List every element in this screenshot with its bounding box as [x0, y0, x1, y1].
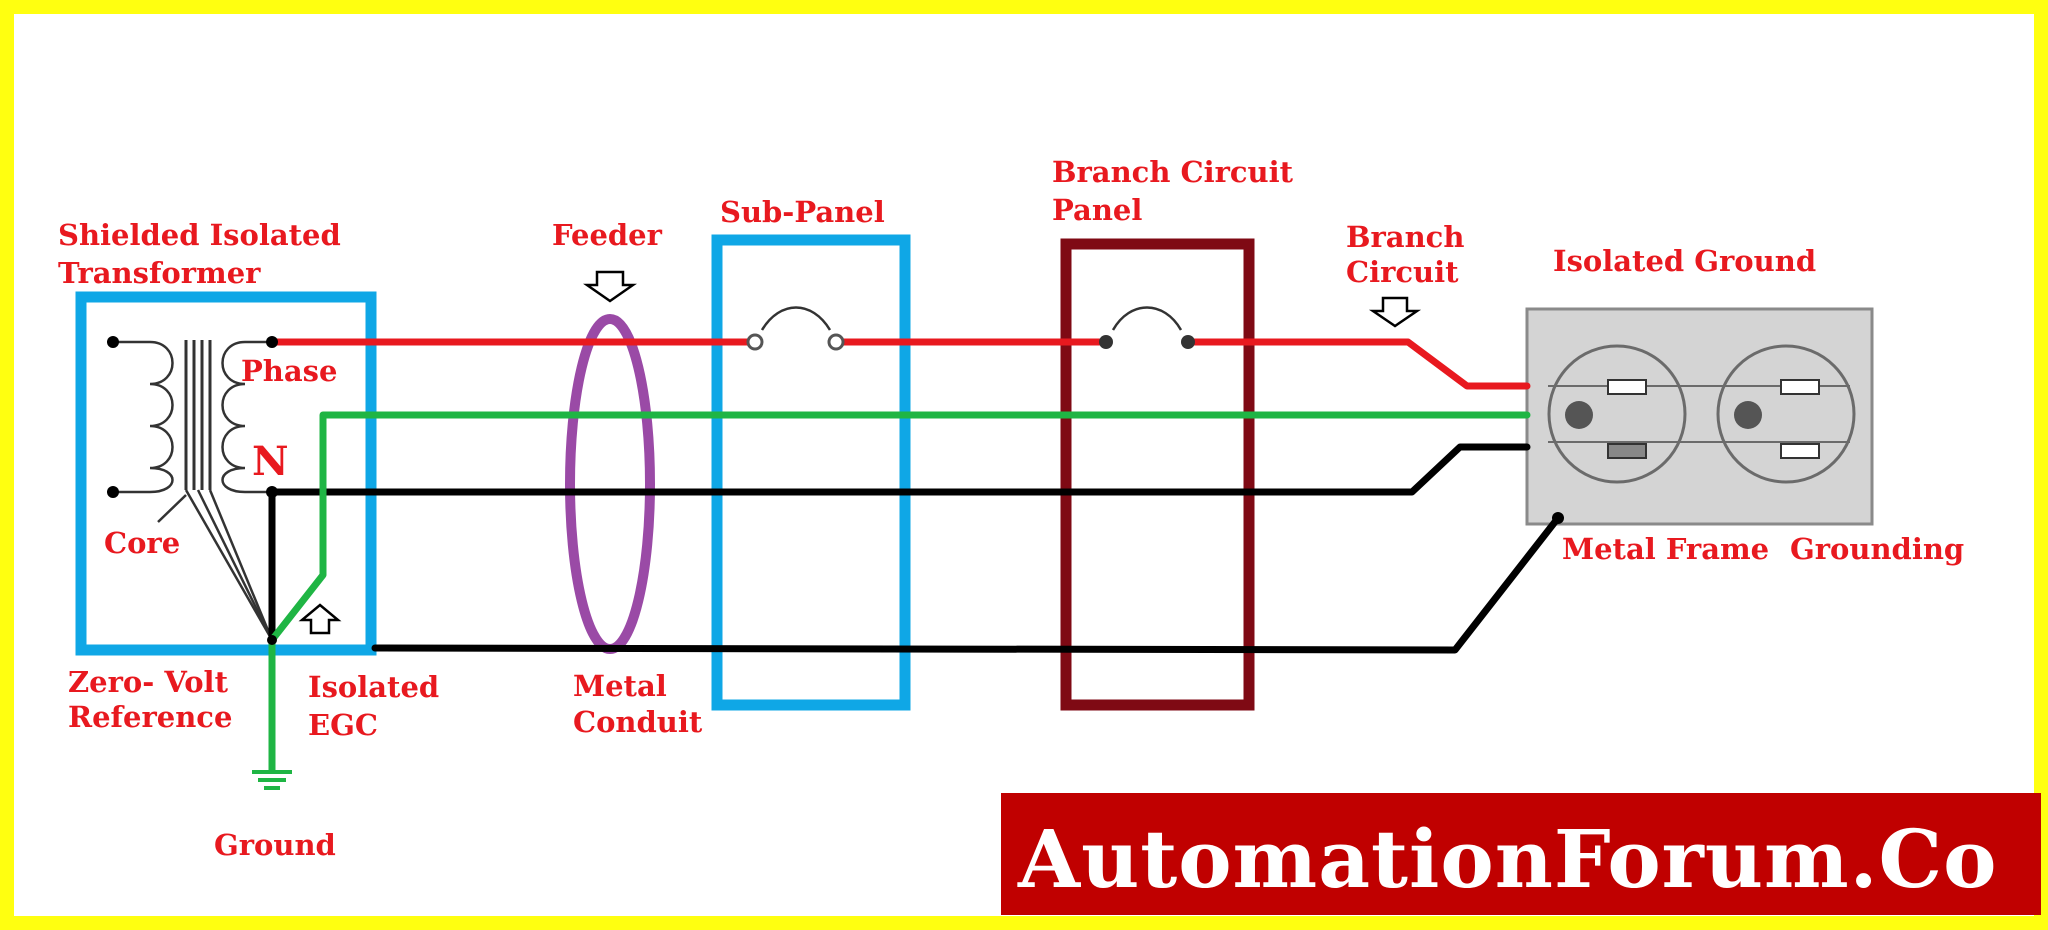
- metal-conduit-label-line2: Conduit: [573, 705, 703, 739]
- secondary-coil: [221, 340, 272, 494]
- neutral-label: N: [252, 438, 289, 485]
- primary-coil: [113, 340, 174, 494]
- brand-text: AutomationForum.Co: [1017, 812, 1998, 906]
- branch-circuit-panel-box: [1060, 238, 1255, 711]
- transformer-enclosure: [75, 291, 377, 656]
- core-label: Core: [104, 526, 180, 560]
- metal-conduit-label-line1: Metal: [573, 669, 667, 703]
- branch-panel-label-line2: Panel: [1052, 193, 1142, 227]
- branch-circuit-label-line1: Branch: [1346, 220, 1464, 254]
- metal-frame-label: Metal Frame: [1562, 532, 1769, 566]
- feeder-label: Feeder: [552, 218, 663, 252]
- isolated-ground-receptacle: [1525, 307, 1874, 526]
- feeder-arrow-icon: [583, 270, 637, 303]
- core-pointer: [157, 494, 187, 523]
- isolated-egc-wire: [268, 411, 1531, 644]
- branch-panel-label-line1: Branch Circuit: [1052, 155, 1294, 189]
- frame-ground-terminal: [1552, 512, 1564, 524]
- neutral-terminal: [266, 486, 278, 498]
- isolated-egc-label-line2: EGC: [308, 708, 378, 742]
- primary-terminal-bottom: [107, 486, 119, 498]
- sub-panel-breaker: [746, 306, 845, 351]
- zero-volt-label-line1: Zero- Volt: [68, 665, 229, 699]
- egc-arrow-icon: [298, 603, 342, 635]
- isolated-ground-label: Isolated Ground: [1553, 244, 1816, 278]
- brand-banner: [1001, 793, 2041, 915]
- ground-label: Ground: [214, 828, 336, 862]
- branch-panel-breaker: [1099, 306, 1195, 349]
- sub-panel-box: [711, 234, 911, 711]
- zero-volt-label-line2: Reference: [68, 700, 232, 734]
- grounding-label: Grounding: [1790, 532, 1964, 566]
- phase-terminal: [266, 336, 278, 348]
- metal-conduit-ellipse: [565, 314, 655, 654]
- branch-circuit-arrow-icon: [1368, 296, 1422, 328]
- ground-symbol: [252, 770, 292, 790]
- transformer-label-line1: Shielded Isolated: [58, 218, 341, 252]
- neutral-wire: [268, 443, 1531, 496]
- transformer-core: [184, 340, 212, 490]
- branch-circuit-label-line2: Circuit: [1346, 255, 1459, 289]
- frame-grounding-wire: [371, 514, 1562, 654]
- shield-bonding-lines: [184, 489, 274, 641]
- sub-panel-label: Sub-Panel: [720, 195, 885, 229]
- transformer-label-line2: Transformer: [58, 256, 261, 290]
- phase-wire-to-receptacle: [1184, 338, 1531, 390]
- primary-terminal-top: [107, 336, 119, 348]
- isolated-egc-label-line1: Isolated: [308, 670, 439, 704]
- phase-label: Phase: [241, 354, 337, 388]
- zero-volt-node: [267, 635, 277, 645]
